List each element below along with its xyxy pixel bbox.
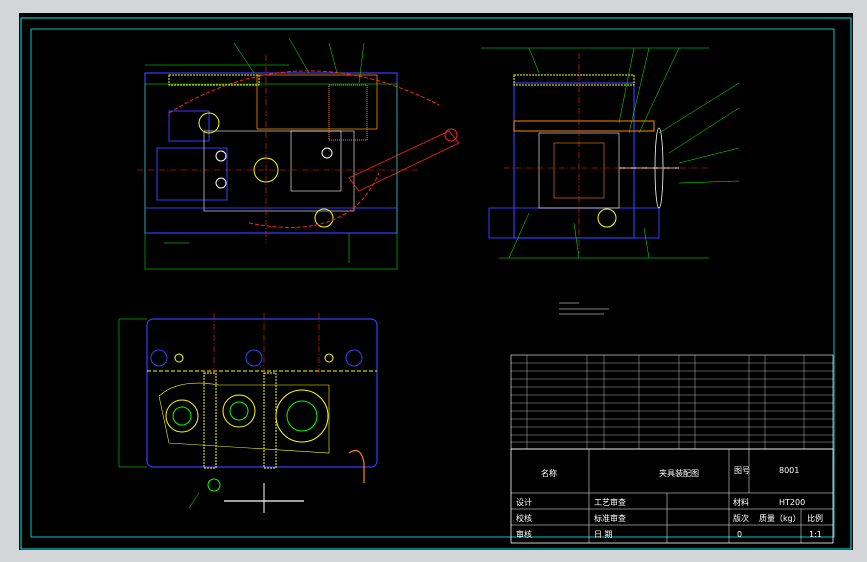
tb-material-label: 材料 <box>733 497 749 507</box>
front-leader-1 <box>233 42 255 74</box>
bom-grid <box>511 355 833 449</box>
side-shaft <box>513 120 655 132</box>
front-pocket <box>156 147 228 201</box>
front-base <box>144 207 398 234</box>
top-pin-2 <box>324 353 334 363</box>
tb-drawing-title: 夹具装配图 <box>659 468 699 478</box>
front-leader-4 <box>358 42 365 84</box>
title-block-grid <box>511 449 833 543</box>
side-leader-1 <box>528 47 540 74</box>
side-leader-b1 <box>508 212 530 259</box>
side-leader-3 <box>628 47 650 134</box>
front-small-hole <box>321 147 333 159</box>
side-lower-pin <box>597 208 617 228</box>
drawing-frame <box>30 28 835 538</box>
drawing-svg: 名称 夹具装配图 图号 8001 设计 工艺审查 材料 HT200 校核 标准审… <box>20 17 852 550</box>
top-gear-2 <box>222 394 256 428</box>
front-hatched-bushing <box>328 84 368 141</box>
top-pin-1 <box>174 353 184 363</box>
top-view <box>118 313 378 513</box>
side-leader-5 <box>658 82 740 134</box>
front-pivot-pin <box>198 112 220 134</box>
side-leader-b3 <box>643 227 650 259</box>
tb-drawing-no-label: 图号 <box>734 466 750 475</box>
front-left-hole <box>215 150 227 162</box>
top-screw-head <box>207 478 221 492</box>
title-block: 名称 夹具装配图 图号 8001 设计 工艺审查 材料 HT200 校核 标准审… <box>510 448 834 544</box>
tb-standard-review: 标准审查 <box>594 513 626 523</box>
top-bolt-2 <box>263 372 277 469</box>
front-lower-pin <box>314 208 334 228</box>
tb-design: 设计 <box>516 497 532 507</box>
tb-date: 日 期 <box>594 530 613 539</box>
tb-edition: 0 <box>737 530 742 539</box>
side-leader-8 <box>678 180 740 184</box>
top-hole-2 <box>245 349 263 367</box>
top-gear-2-hub <box>229 401 249 421</box>
front-top-plate <box>168 74 260 86</box>
tb-process-review: 工艺审查 <box>594 497 626 507</box>
top-body-outline <box>146 318 378 468</box>
front-body-outline <box>144 72 398 234</box>
bom-table <box>510 354 834 450</box>
top-workpiece <box>158 382 330 454</box>
top-lever <box>348 450 365 483</box>
sheet-border <box>20 17 852 550</box>
top-bolt-1 <box>203 372 217 469</box>
tb-drawing-no: 8001 <box>779 466 799 475</box>
title-block-outline <box>510 448 834 544</box>
side-top-plate <box>513 74 635 86</box>
front-dimension-box <box>144 83 398 270</box>
tb-edition-label: 版次 <box>733 513 749 523</box>
side-leader-6 <box>668 107 740 154</box>
top-gear-1 <box>165 399 199 433</box>
side-leader-b2 <box>573 222 580 259</box>
technical-notes <box>559 302 609 315</box>
front-swing-handle <box>348 130 460 192</box>
tb-scale-label: 比例 <box>807 513 823 523</box>
front-arc-lower <box>248 172 380 228</box>
top-leader-bottom <box>188 492 200 509</box>
side-view <box>481 47 740 259</box>
top-gear-1-hub <box>172 406 192 426</box>
tb-review: 审核 <box>516 529 532 539</box>
front-clamp-arm <box>203 130 355 212</box>
front-leader-3 <box>328 42 338 74</box>
front-upper-block <box>256 74 378 130</box>
front-left-hole-2 <box>215 177 227 189</box>
side-leader-4 <box>638 47 680 134</box>
top-hole-3 <box>345 349 363 367</box>
front-leader-2 <box>288 37 310 74</box>
top-gear-3-hub <box>286 400 318 432</box>
top-gear-3 <box>275 389 329 443</box>
front-handle-knob <box>444 128 458 142</box>
drawing-canvas[interactable]: 名称 夹具装配图 图号 8001 设计 工艺审查 材料 HT200 校核 标准审… <box>19 13 853 550</box>
front-slot <box>168 110 210 142</box>
front-view <box>137 37 460 270</box>
tb-scale: 1:1 <box>809 530 822 539</box>
tb-mass-label: 质量（kg） <box>759 513 801 523</box>
tb-check: 校核 <box>516 513 532 523</box>
tb-name-label: 名称 <box>541 468 557 478</box>
front-swing-arc <box>168 70 440 114</box>
top-hole-1 <box>150 349 168 367</box>
front-clamp-jaw <box>290 130 342 192</box>
side-body-outline <box>513 82 635 239</box>
side-leader-2 <box>618 47 635 124</box>
tb-material: HT200 <box>779 498 805 507</box>
side-leader-7 <box>678 147 740 164</box>
